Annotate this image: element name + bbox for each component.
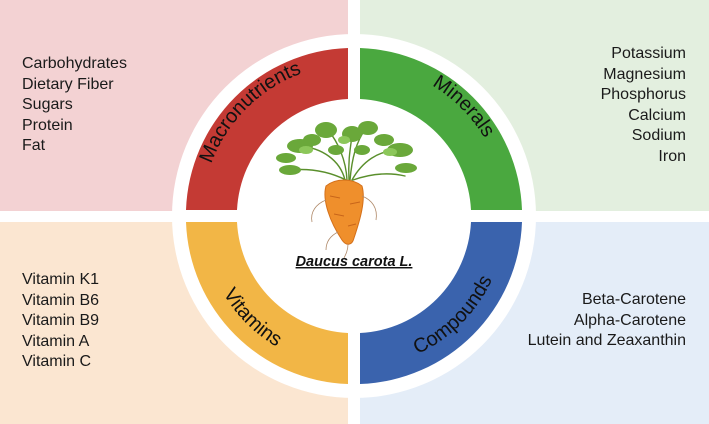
compounds-segment xyxy=(360,222,522,384)
macronutrients-segment xyxy=(186,48,348,210)
list-item: Vitamin C xyxy=(22,353,92,370)
vitamins-segment xyxy=(186,222,348,384)
list-item: Carbohydrates xyxy=(22,55,127,72)
list-item: Vitamin B9 xyxy=(22,312,100,329)
compounds-list: Beta-Carotene Alpha-Carotene Lutein and … xyxy=(528,290,686,352)
list-item: Magnesium xyxy=(603,65,686,83)
list-item: Iron xyxy=(658,147,686,165)
list-item: Fat xyxy=(22,137,46,154)
list-item: Alpha-Carotene xyxy=(573,311,686,329)
minerals-list: Potassium Magnesium Phosphorus Calcium S… xyxy=(601,44,686,167)
center-title: Daucus carota L. xyxy=(296,254,413,270)
list-item: Dietary Fiber xyxy=(22,75,114,93)
list-item: Vitamin B6 xyxy=(22,291,100,309)
minerals-segment xyxy=(360,48,522,210)
list-item: Vitamin A xyxy=(22,332,90,350)
list-item: Beta-Carotene xyxy=(581,291,686,308)
macronutrients-list: Carbohydrates Dietary Fiber Sugars Prote… xyxy=(22,54,127,157)
list-item: Vitamin K1 xyxy=(22,271,100,288)
vitamins-list: Vitamin K1 Vitamin B6 Vitamin B9 Vitamin… xyxy=(22,270,99,373)
list-item: Sodium xyxy=(631,127,686,144)
list-item: Calcium xyxy=(628,106,686,124)
list-item: Potassium xyxy=(611,45,686,62)
carrot-icon xyxy=(276,121,417,259)
list-item: Phosphorus xyxy=(600,86,686,103)
list-item: Lutein and Zeaxanthin xyxy=(527,332,686,349)
list-item: Sugars xyxy=(22,96,73,113)
list-item: Protein xyxy=(22,116,73,134)
